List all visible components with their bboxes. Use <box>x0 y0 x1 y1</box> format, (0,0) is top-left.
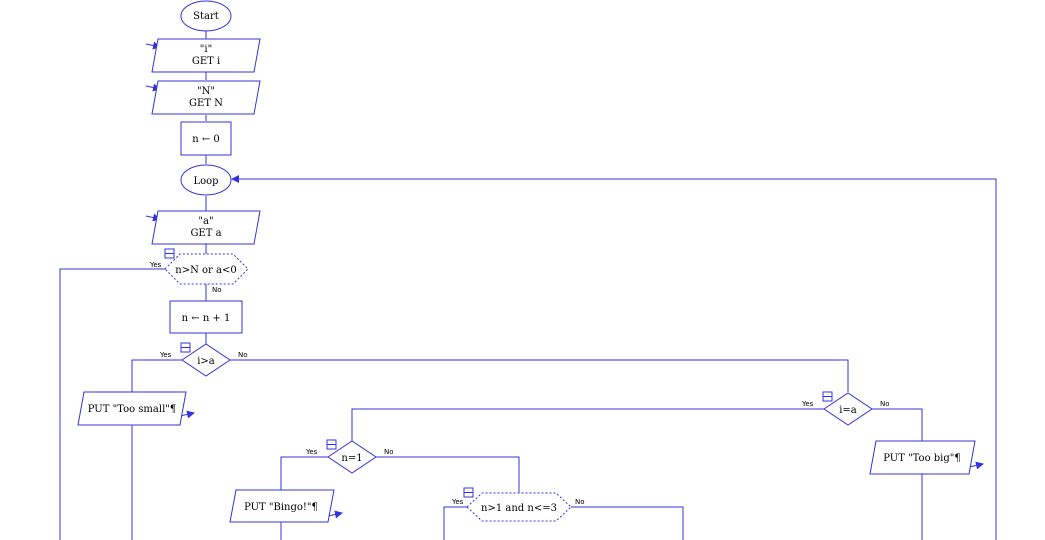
input-a-node[interactable]: "a" GET a <box>151 210 261 245</box>
increment-node[interactable]: n ← n + 1 <box>169 300 243 334</box>
exit-no-label: No <box>212 286 222 294</box>
input-N-prompt: "N" <box>197 86 215 97</box>
cond-eq-node[interactable]: i=a <box>822 391 873 426</box>
init-n-node[interactable]: n ← 0 <box>180 121 232 156</box>
gt-no-label: No <box>238 351 248 359</box>
cond-n3-node[interactable]: n>1 and n<=3 <box>463 487 572 522</box>
increment-label: n ← n + 1 <box>182 313 231 324</box>
input-N-node[interactable]: "N" GET N <box>151 80 261 115</box>
gt-yes-label: Yes <box>159 351 172 359</box>
cond-n1-node[interactable]: n=1 <box>326 439 377 474</box>
input-i-action: GET i <box>192 56 220 67</box>
eq-no-label: No <box>880 400 890 408</box>
out-bingo-node[interactable]: PUT "Bingo!"¶ <box>229 489 335 523</box>
loop-node[interactable]: Loop <box>180 164 232 196</box>
init-n-label: n ← 0 <box>192 134 220 145</box>
cond-gt-node[interactable]: i>a <box>180 342 231 377</box>
n3-no-label: No <box>575 498 585 506</box>
cond-eq-label: i=a <box>839 405 857 416</box>
out-small-label: PUT "Too small"¶ <box>88 404 176 415</box>
exit-yes-label: Yes <box>149 261 162 269</box>
input-N-action: GET N <box>189 98 223 109</box>
input-i-node[interactable]: "i" GET i <box>151 38 261 73</box>
out-big-node[interactable]: PUT "Too big"¶ <box>869 440 976 475</box>
input-a-prompt: "a" <box>198 216 213 227</box>
start-node[interactable]: Start <box>180 0 232 32</box>
input-a-action: GET a <box>190 228 221 239</box>
n3-yes-label: Yes <box>451 498 464 506</box>
loop-label: Loop <box>193 176 218 187</box>
cond-n3-label: n>1 and n<=3 <box>481 503 557 514</box>
start-label: Start <box>193 11 219 22</box>
out-small-node[interactable]: PUT "Too small"¶ <box>77 391 187 426</box>
input-i-prompt: "i" <box>200 44 212 55</box>
out-big-label: PUT "Too big"¶ <box>883 453 961 464</box>
cond-n1-label: n=1 <box>341 453 362 464</box>
out-bingo-label: PUT "Bingo!"¶ <box>244 502 318 513</box>
eq-yes-label: Yes <box>801 400 814 408</box>
n1-no-label: No <box>384 448 394 456</box>
exit-condition-node[interactable]: n>N or a<0 <box>164 248 249 285</box>
cond-gt-label: i>a <box>197 356 215 367</box>
exit-condition-label: n>N or a<0 <box>175 265 236 276</box>
n1-yes-label: Yes <box>305 448 318 456</box>
